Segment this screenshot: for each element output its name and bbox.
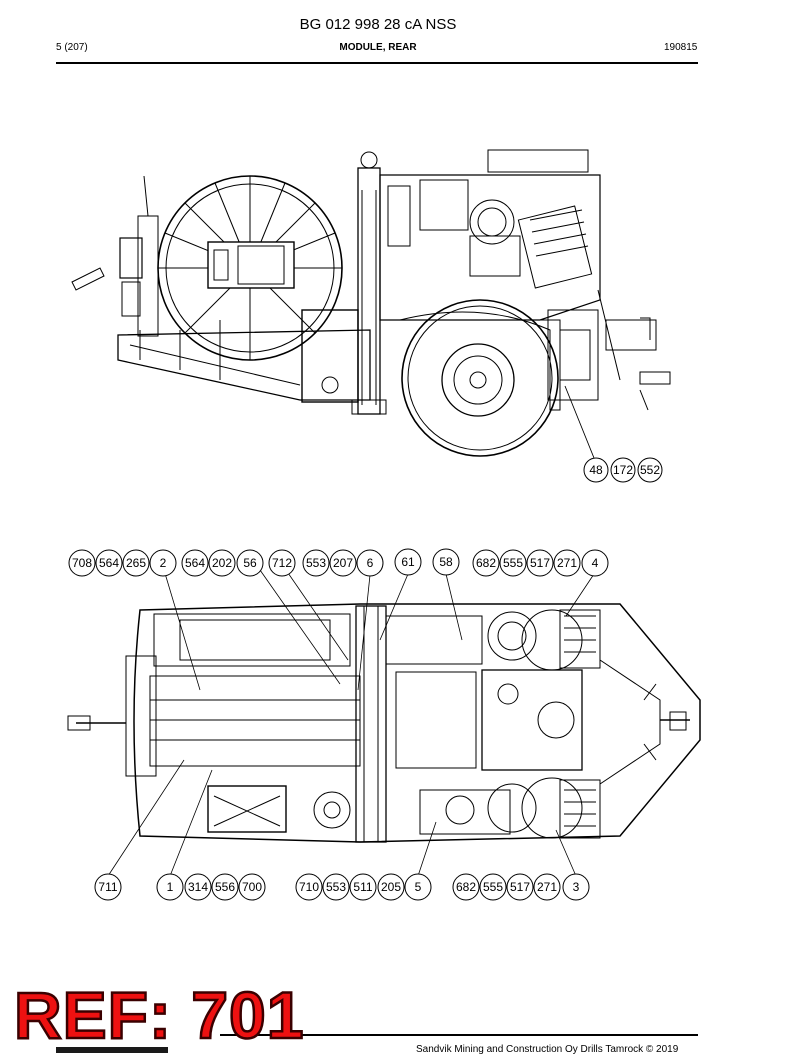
callout-label: 511 bbox=[353, 880, 372, 894]
callout-label: 682 bbox=[476, 556, 496, 570]
callout-label: 2 bbox=[160, 556, 167, 570]
callout-label: 205 bbox=[381, 880, 401, 894]
wheel-drawing bbox=[401, 299, 559, 457]
callout-label: 314 bbox=[188, 880, 208, 894]
callout-label: 3 bbox=[573, 880, 580, 894]
copyright-footer: Sandvik Mining and Construction Oy Drill… bbox=[416, 1044, 679, 1055]
callout-label: 207 bbox=[333, 556, 353, 570]
callout-label: 564 bbox=[99, 556, 119, 570]
page-number: 5 (207) bbox=[56, 42, 88, 53]
company-logo bbox=[56, 1047, 168, 1053]
callout-label: 555 bbox=[503, 556, 523, 570]
callout-label: 564 bbox=[185, 556, 205, 570]
callout-label: 708 bbox=[72, 556, 92, 570]
callout-label: 712 bbox=[272, 556, 292, 570]
callout-label: 56 bbox=[243, 556, 257, 570]
callout-label: 5 bbox=[415, 880, 422, 894]
callout-label: 553 bbox=[326, 880, 346, 894]
callout-label: 517 bbox=[530, 556, 550, 570]
callout-label: 202 bbox=[212, 556, 232, 570]
callout-label: 710 bbox=[299, 880, 319, 894]
section-title: MODULE, REAR bbox=[339, 42, 417, 53]
callout-label: 682 bbox=[456, 880, 476, 894]
callout-label: 48 bbox=[589, 463, 603, 477]
callout-label: 265 bbox=[126, 556, 146, 570]
callout-label: 58 bbox=[439, 555, 453, 569]
callout-label: 552 bbox=[640, 463, 660, 477]
callout-label: 711 bbox=[98, 880, 117, 894]
callout-label: 4 bbox=[592, 556, 599, 570]
callout-label: 172 bbox=[613, 463, 633, 477]
document-date: 190815 bbox=[664, 42, 698, 53]
footer-rule bbox=[220, 1034, 698, 1036]
callout-label: 556 bbox=[215, 880, 235, 894]
callout-label: 700 bbox=[242, 880, 262, 894]
callout-label: 555 bbox=[483, 880, 503, 894]
callout-label: 553 bbox=[306, 556, 326, 570]
ref-stamp: REF: 701 bbox=[13, 978, 305, 1052]
header-rule bbox=[56, 62, 698, 64]
callout-label: 61 bbox=[401, 555, 415, 569]
document-title: BG 012 998 28 cA NSS bbox=[299, 16, 457, 33]
callout-label: 517 bbox=[510, 880, 530, 894]
callout-label: 271 bbox=[557, 556, 577, 570]
callout-label: 271 bbox=[537, 880, 557, 894]
callout-label: 1 bbox=[167, 880, 174, 894]
callout-label: 6 bbox=[367, 556, 374, 570]
